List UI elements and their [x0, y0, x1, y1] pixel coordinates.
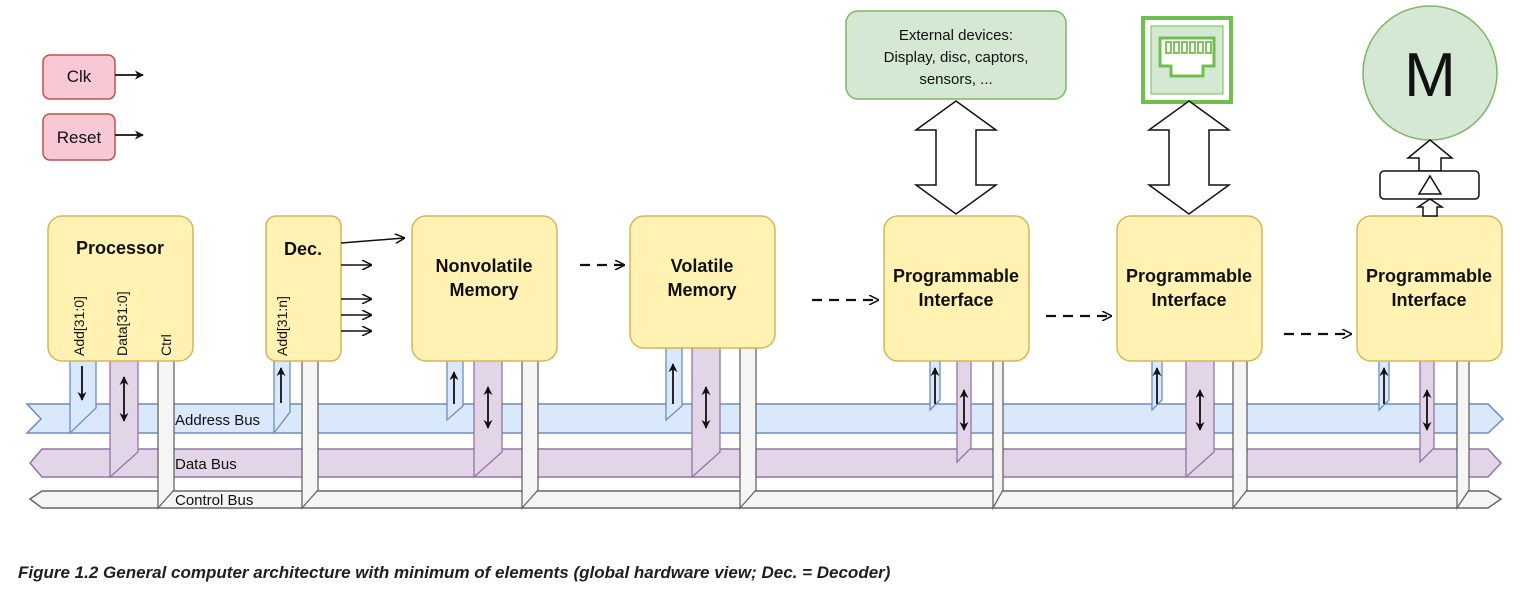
address-bus-label: Address Bus — [175, 412, 260, 429]
interface1-line1: Programmable — [893, 266, 1019, 286]
programmable-interface-3: Programmable Interface — [1356, 215, 1503, 362]
nonvolatile-control-tap — [521, 359, 539, 510]
programmable-interface-1: Programmable Interface — [883, 215, 1030, 362]
processor-ctrl-label: Ctrl — [158, 334, 174, 356]
decoder-select-arrows — [340, 238, 404, 331]
motor: M — [1362, 5, 1498, 141]
volatile-control-tap — [739, 347, 757, 510]
reset-box — [42, 113, 116, 161]
processor-block: Processor Add[31:0] Data[31:0] Ctrl — [47, 215, 194, 362]
interface1-line2: Interface — [918, 290, 993, 310]
motor-drive-arrow — [1405, 139, 1455, 172]
interface1-control-tap — [992, 359, 1004, 511]
processor-title: Processor — [76, 238, 164, 258]
processor-data-label: Data[31:0] — [114, 291, 130, 356]
driver-amplifier — [1379, 170, 1480, 200]
control-bus: Control Bus — [28, 490, 1503, 509]
external-line3: sensors, ... — [919, 71, 992, 88]
motor-label: M — [1404, 41, 1456, 110]
interface3-control-tap — [1456, 359, 1470, 511]
tap-arrows — [77, 363, 1432, 431]
dashed-connectors — [580, 265, 1351, 334]
select-line-arrow — [340, 238, 404, 244]
processor-add-label: Add[31:0] — [71, 296, 87, 356]
processor-control-tap — [157, 359, 175, 510]
external-line1: External devices: — [899, 27, 1013, 44]
decoder-block: Dec. Add[31:n] — [265, 215, 404, 362]
nonvolatile-line2: Memory — [449, 280, 518, 300]
reset-signal: Reset — [42, 113, 144, 161]
external-line2: Display, disc, captors, — [884, 49, 1029, 66]
external-devices-box: External devices: Display, disc, captors… — [845, 10, 1067, 100]
network-port-icon — [1141, 16, 1233, 104]
network-bidirectional-link — [1146, 100, 1232, 215]
programmable-interface-2: Programmable Interface — [1116, 215, 1263, 362]
data-bus-label: Data Bus — [175, 456, 237, 473]
volatile-line2: Memory — [667, 280, 736, 300]
volatile-line1: Volatile — [671, 256, 734, 276]
nonvolatile-line1: Nonvolatile — [435, 256, 532, 276]
clk-signal: Clk — [42, 54, 144, 100]
interface2-line1: Programmable — [1126, 266, 1252, 286]
interface2-control-tap — [1232, 359, 1248, 510]
amplifier-triangle-icon — [1417, 174, 1443, 195]
clk-box — [42, 54, 116, 100]
data-bus: Data Bus — [29, 448, 1503, 478]
address-bus: Address Bus — [25, 403, 1505, 434]
decoder-add-label: Add[31:n] — [274, 296, 290, 356]
interface-to-driver-arrow — [1415, 198, 1445, 217]
nonvolatile-memory-block: Nonvolatile Memory — [411, 215, 558, 362]
interface3-line1: Programmable — [1366, 266, 1492, 286]
figure-caption: Figure 1.2 General computer architecture… — [18, 563, 891, 582]
control-bus-label: Control Bus — [175, 492, 253, 509]
volatile-memory-block: Volatile Memory — [629, 215, 776, 349]
interface2-line2: Interface — [1151, 290, 1226, 310]
interface3-line2: Interface — [1391, 290, 1466, 310]
clk-label: Clk — [67, 67, 92, 86]
external-bidirectional-link — [913, 100, 999, 215]
reset-label: Reset — [57, 128, 102, 147]
decoder-control-tap — [301, 359, 319, 510]
architecture-diagram: Control Bus Data Bus Address Bus — [25, 5, 1505, 511]
decoder-title: Dec. — [284, 239, 322, 259]
